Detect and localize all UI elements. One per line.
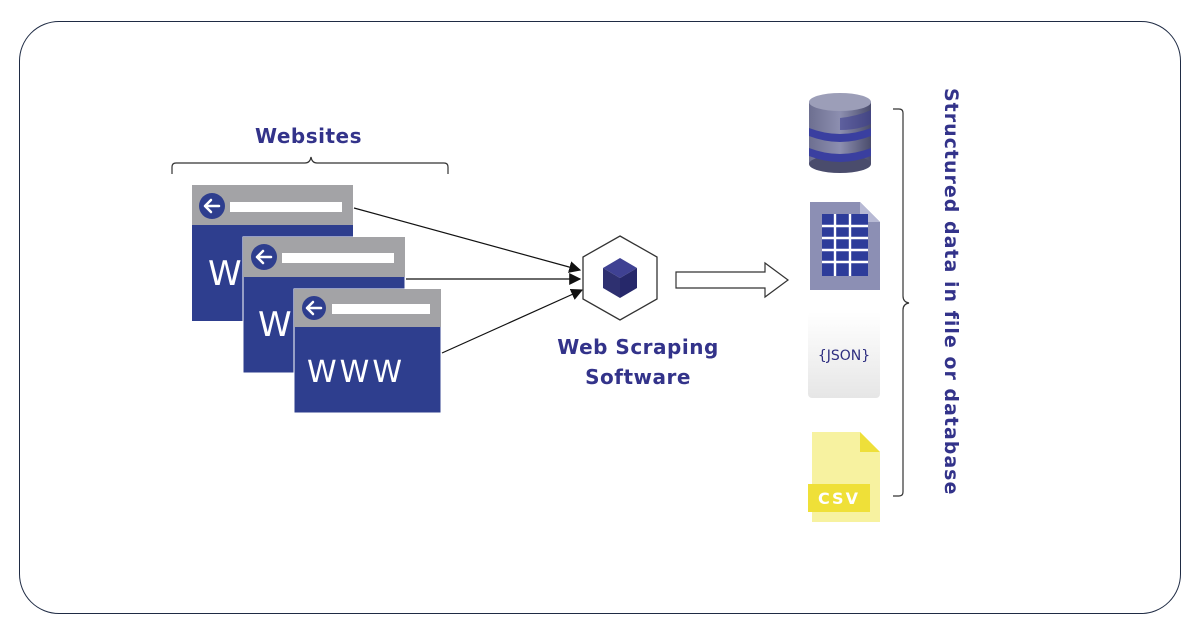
websites-brace xyxy=(171,156,449,174)
software-label-line1: Web Scraping xyxy=(557,335,719,359)
window-1-text: W xyxy=(208,254,242,294)
outputs-brace xyxy=(893,108,910,497)
window-3-text: WWW xyxy=(307,355,405,390)
structured-data-label: Structured data in file or database xyxy=(940,88,962,496)
browser-window-3: WWW xyxy=(293,288,442,414)
json-file-icon: {JSON} xyxy=(808,312,880,398)
json-label: {JSON} xyxy=(818,348,870,364)
database-icon xyxy=(809,93,871,173)
arrow-window-3 xyxy=(441,288,584,354)
spreadsheet-icon xyxy=(810,202,880,290)
output-arrow xyxy=(675,261,790,299)
csv-file-icon: CSV xyxy=(808,432,880,522)
software-label: Web Scraping Software xyxy=(548,332,728,392)
software-cube-icon xyxy=(582,235,658,321)
software-label-line2: Software xyxy=(585,365,691,389)
window-2-text: W xyxy=(258,305,292,345)
csv-label: CSV xyxy=(818,489,860,508)
websites-label: Websites xyxy=(255,124,363,148)
arrow-window-1 xyxy=(353,207,582,273)
